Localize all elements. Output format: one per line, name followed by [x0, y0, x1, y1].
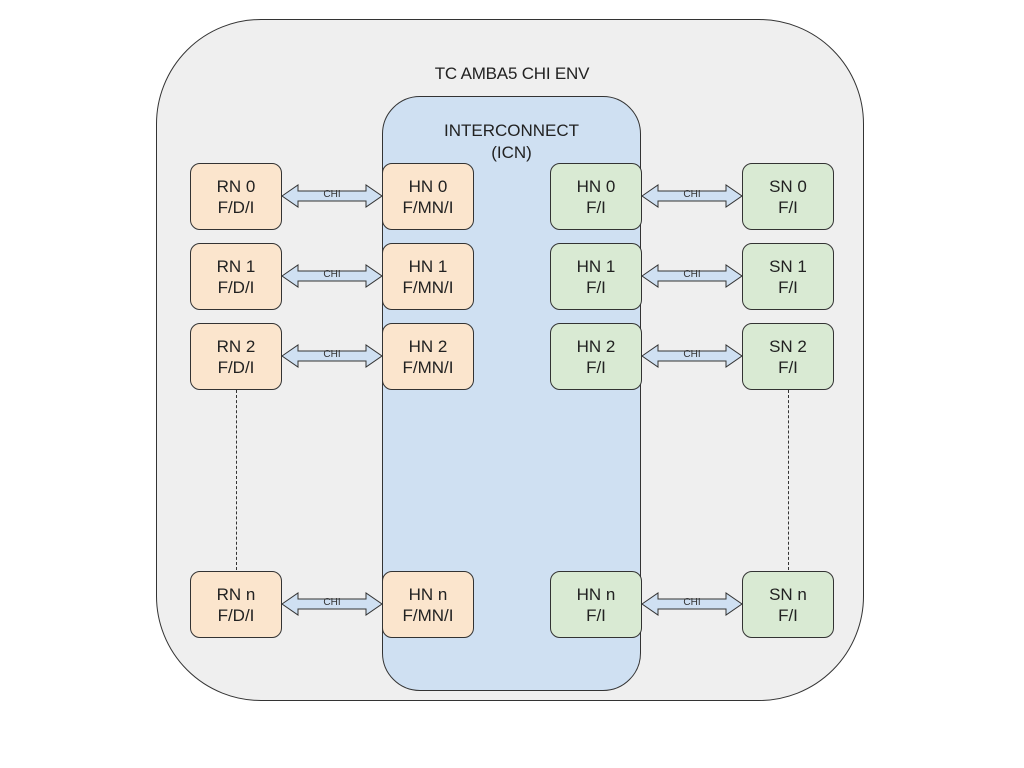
- chi-link-label: CHI: [683, 189, 701, 200]
- node-name: HN 0: [576, 176, 616, 196]
- rn-continuation-line: [236, 390, 237, 570]
- chi-link-rn-hn-arrow-icon: [281, 184, 383, 208]
- chi-link-rn-hn-arrow-icon: [281, 264, 383, 288]
- interconnect-title-line2: (ICN): [491, 143, 532, 162]
- node-type: F/D/I: [217, 357, 255, 377]
- node-name: RN 0: [216, 176, 256, 196]
- chi-link-label: CHI: [683, 597, 701, 608]
- chi-link-label: CHI: [323, 349, 341, 360]
- node-name: SN 2: [769, 336, 807, 356]
- chi-link-hn-sn-arrow-icon: [641, 344, 743, 368]
- interconnect-title-line1: INTERCONNECT: [443, 121, 580, 140]
- chi-link-label: CHI: [323, 189, 341, 200]
- node-type: F/I: [586, 277, 606, 297]
- node-type: F/I: [586, 605, 606, 625]
- chi-link-label: CHI: [323, 597, 341, 608]
- chi-link-label: CHI: [323, 269, 341, 280]
- node-type: F/MN/I: [402, 357, 454, 377]
- chi-link-hn-sn-arrow-icon: [641, 264, 743, 288]
- node-name: HN 2: [408, 336, 448, 356]
- node-type: F/D/I: [217, 197, 255, 217]
- chi-link-hn-sn-arrow-icon: [641, 184, 743, 208]
- chi-link-rn-hn-arrow-icon: [281, 344, 383, 368]
- node-type: F/I: [586, 357, 606, 377]
- env-title: TC AMBA5 CHI ENV: [434, 64, 590, 83]
- node-name: RN 1: [216, 256, 256, 276]
- node-name: RN 2: [216, 336, 256, 356]
- chi-link-label: CHI: [683, 269, 701, 280]
- node-name: SN n: [769, 584, 807, 604]
- node-name: HN n: [408, 584, 448, 604]
- node-name: SN 1: [769, 256, 807, 276]
- node-type: F/D/I: [217, 605, 255, 625]
- node-name: SN 0: [769, 176, 807, 196]
- chi-link-label: CHI: [683, 349, 701, 360]
- sn-continuation-line: [788, 390, 789, 570]
- chi-link-hn-sn-arrow-icon: [641, 592, 743, 616]
- node-type: F/I: [778, 277, 798, 297]
- node-name: HN 0: [408, 176, 448, 196]
- node-type: F/I: [586, 197, 606, 217]
- node-type: F/MN/I: [402, 197, 454, 217]
- node-type: F/I: [778, 605, 798, 625]
- node-type: F/D/I: [217, 277, 255, 297]
- chi-link-rn-hn-arrow-icon: [281, 592, 383, 616]
- node-type: F/MN/I: [402, 277, 454, 297]
- node-type: F/I: [778, 357, 798, 377]
- node-type: F/MN/I: [402, 605, 454, 625]
- node-type: F/I: [778, 197, 798, 217]
- node-name: HN n: [576, 584, 616, 604]
- node-name: RN n: [216, 584, 256, 604]
- node-name: HN 2: [576, 336, 616, 356]
- node-name: HN 1: [408, 256, 448, 276]
- node-name: HN 1: [576, 256, 616, 276]
- interconnect-title: INTERCONNECT (ICN): [382, 120, 641, 164]
